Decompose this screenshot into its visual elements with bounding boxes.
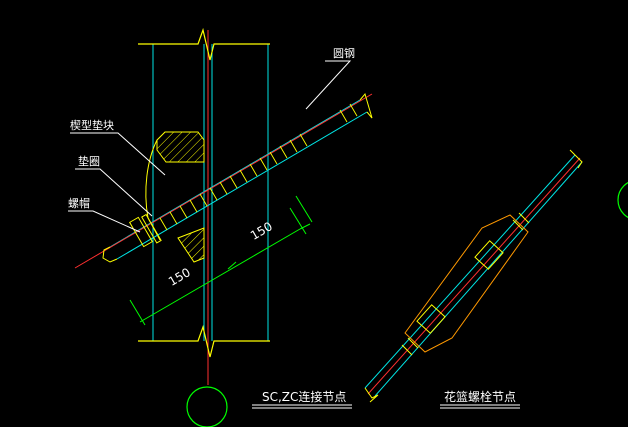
steel-column: [152, 44, 269, 341]
wedge-pad: [156, 131, 205, 163]
washer: [141, 213, 162, 244]
label-round-steel: 圆钢: [333, 47, 355, 60]
label-washer: 垫圈: [78, 155, 100, 168]
label-wedge-pad: 楔型垫块: [70, 119, 114, 132]
partial-axis-bubble: [617, 181, 628, 219]
title-sc-zc-node: SC,ZC连接节点: [262, 390, 347, 404]
title-turnbuckle-node: 花篮螺栓节点: [444, 390, 517, 404]
turnbuckle-body: [404, 214, 529, 353]
wedge-pad-lower: [177, 227, 205, 263]
rod-center-line: [74, 93, 373, 269]
round-steel-rod: [74, 92, 373, 269]
title-underlines: [252, 404, 520, 409]
dimension-lines: [129, 195, 313, 326]
nut: [128, 216, 154, 248]
turnbuckle-assembly: [364, 149, 583, 403]
label-nut: 螺帽: [68, 197, 90, 210]
axis-bubble: [186, 386, 228, 427]
leader-lines: [68, 60, 352, 233]
column-break-marks: [138, 27, 270, 358]
